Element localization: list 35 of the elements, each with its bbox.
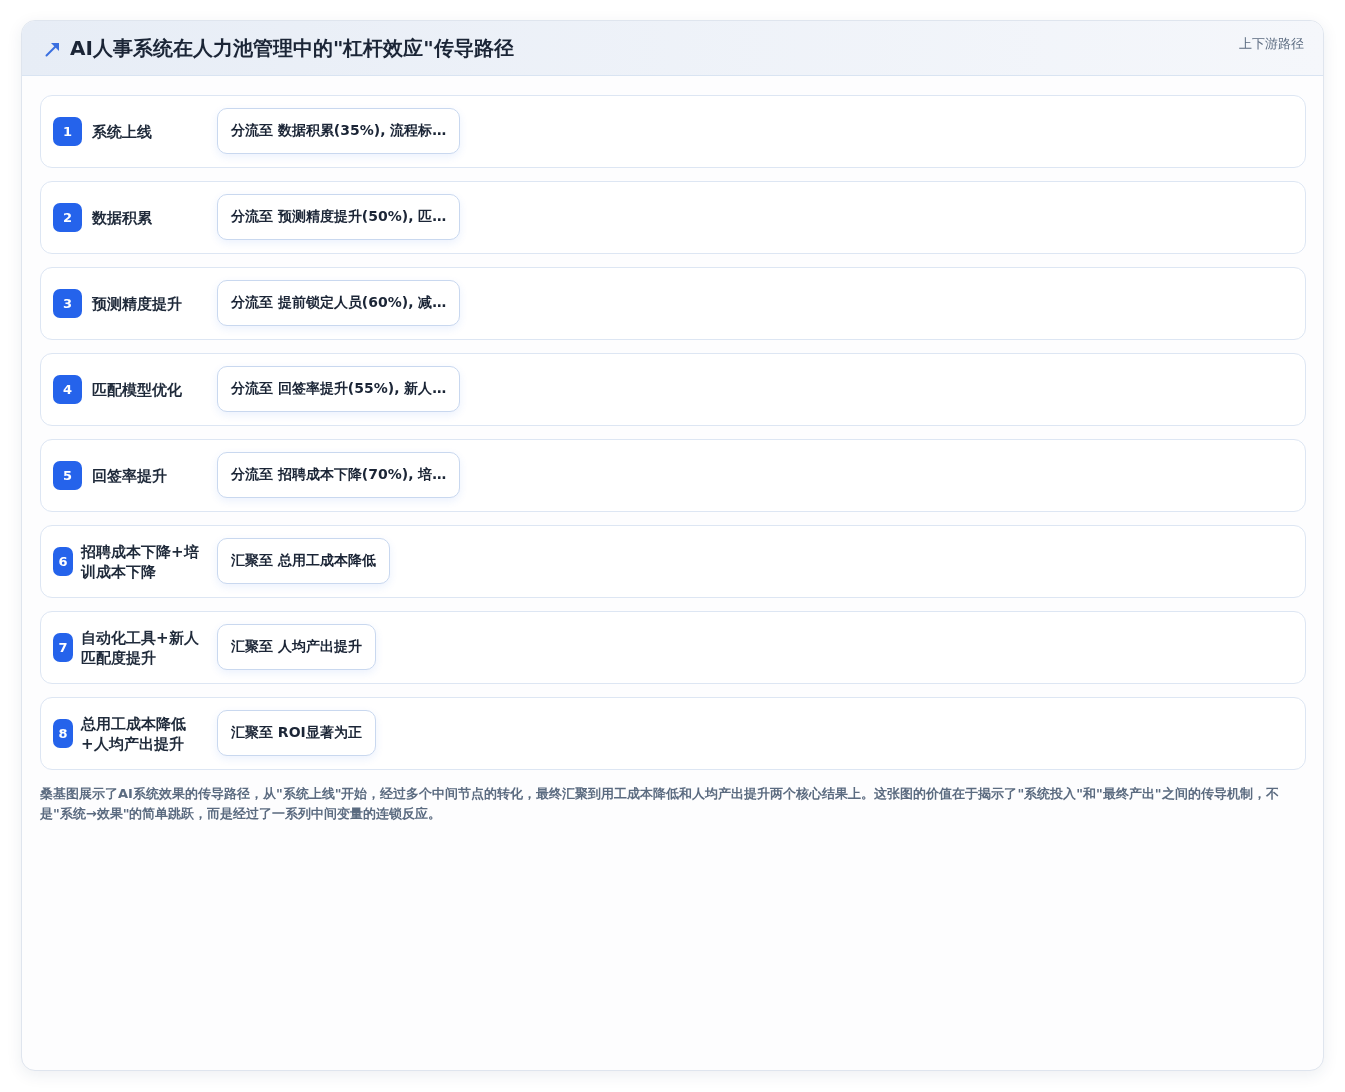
flow-target-tag: 分流至 回签率提升(55%), 新人… (217, 366, 461, 412)
flow-target-tag: 分流至 预测精度提升(50%), 匹… (217, 194, 461, 240)
step-row (40, 525, 1306, 598)
step-number-badge: 6 (53, 547, 73, 576)
step-label: 总用工成本降低+人均产出提升 (81, 713, 187, 754)
flow-target-tag: 分流至 招聘成本下降(70%), 培… (217, 452, 461, 498)
step-label: 系统上线 (92, 121, 152, 142)
step-label: 匹配模型优化 (92, 379, 182, 400)
step-row (40, 611, 1306, 684)
step-label: 预测精度提升 (92, 293, 182, 314)
step-number-badge: 1 (53, 117, 82, 146)
flow-target-tag: 汇聚至 总用工成本降低 (217, 538, 390, 584)
step-row (40, 267, 1306, 340)
diagram-title: AI人事系统在人力池管理中的"杠杆效应"传导路径 (70, 35, 514, 61)
flow-target-tag: 汇聚至 人均产出提升 (217, 624, 376, 670)
step-label: 数据积累 (92, 207, 152, 228)
step-row (40, 95, 1306, 168)
caption-text: 桑基图展示了AI系统效果的传导路径，从"系统上线"开始，经过多个中间节点的转化，最终汇聚到用工成本降低和人均产出提升两个核心结果上。这张图的价值在于揭示了"系统投入"和"最终产出"之间的传导机制，不是"系统→效果"的简单跳跃，而是经过了一系列中间变量的连锁反应。 (40, 785, 1280, 823)
step-number-badge: 5 (53, 461, 82, 490)
step-row (40, 353, 1306, 426)
step-number-badge: 4 (53, 375, 82, 404)
step-number-badge: 2 (53, 203, 82, 232)
step-label: 自动化工具+新人匹配度提升 (81, 627, 200, 668)
step-row (40, 697, 1306, 770)
flow-target-tag: 分流至 数据积累(35%), 流程标… (217, 108, 461, 154)
step-row (40, 439, 1306, 512)
step-number-badge: 8 (53, 719, 73, 748)
step-label: 招聘成本下降+培训成本下降 (81, 541, 200, 582)
step-row (40, 181, 1306, 254)
step-label: 回签率提升 (92, 465, 167, 486)
step-number-badge: 7 (53, 633, 73, 662)
step-number-badge: 3 (53, 289, 82, 318)
flow-target-tag: 汇聚至 ROI显著为正 (217, 710, 376, 756)
flow-target-tag: 分流至 提前锁定人员(60%), 减… (217, 280, 461, 326)
header-tag-text: 上下游路径 (1239, 35, 1304, 53)
